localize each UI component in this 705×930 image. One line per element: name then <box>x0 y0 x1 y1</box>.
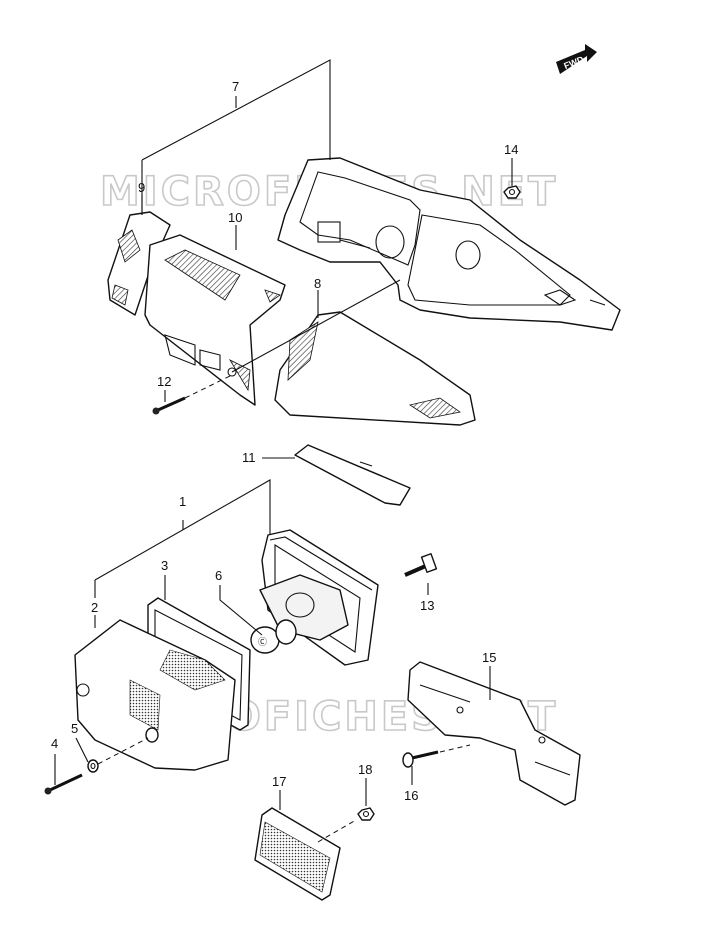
callout-13: 13 <box>420 598 434 613</box>
fwd-arrow-icon: FWD <box>556 44 597 74</box>
license-bracket-part <box>407 661 581 806</box>
lens-part <box>274 311 476 426</box>
bolt-part <box>404 553 438 577</box>
svg-text:Ⓒ: Ⓒ <box>258 637 267 648</box>
callout-3: 3 <box>161 558 168 573</box>
callout-1: 1 <box>179 494 186 509</box>
plate-part <box>294 444 411 506</box>
callout-12: 12 <box>157 374 171 389</box>
callout-4: 4 <box>51 736 58 751</box>
tail-lamp-lens-part <box>74 619 236 771</box>
bulb-socket-part: Ⓒ <box>250 574 349 654</box>
long-screw-part <box>44 773 83 795</box>
rear-cowl-housing-part <box>277 157 621 331</box>
callout-18: 18 <box>358 762 372 777</box>
callout-5: 5 <box>71 721 78 736</box>
callout-8: 8 <box>314 276 321 291</box>
callout-6: 6 <box>215 568 222 583</box>
screw-part <box>152 396 186 415</box>
callout-7: 7 <box>232 79 239 94</box>
leader-lines <box>54 59 513 843</box>
callout-15: 15 <box>482 650 496 665</box>
nut-part <box>503 185 521 199</box>
callout-11: 11 <box>242 450 256 465</box>
washer-part <box>87 759 99 773</box>
callout-10: 10 <box>228 210 242 225</box>
rear-reflector-part <box>254 807 341 901</box>
callout-2: 2 <box>91 600 98 615</box>
side-reflector-part <box>107 211 171 316</box>
svg-text:FWD: FWD <box>562 54 585 71</box>
bracket-screw-part <box>402 750 439 768</box>
callout-14: 14 <box>504 142 518 157</box>
callout-17: 17 <box>272 774 286 789</box>
callout-16: 16 <box>404 788 418 803</box>
callout-9: 9 <box>138 180 145 195</box>
small-nut-part <box>357 807 375 821</box>
